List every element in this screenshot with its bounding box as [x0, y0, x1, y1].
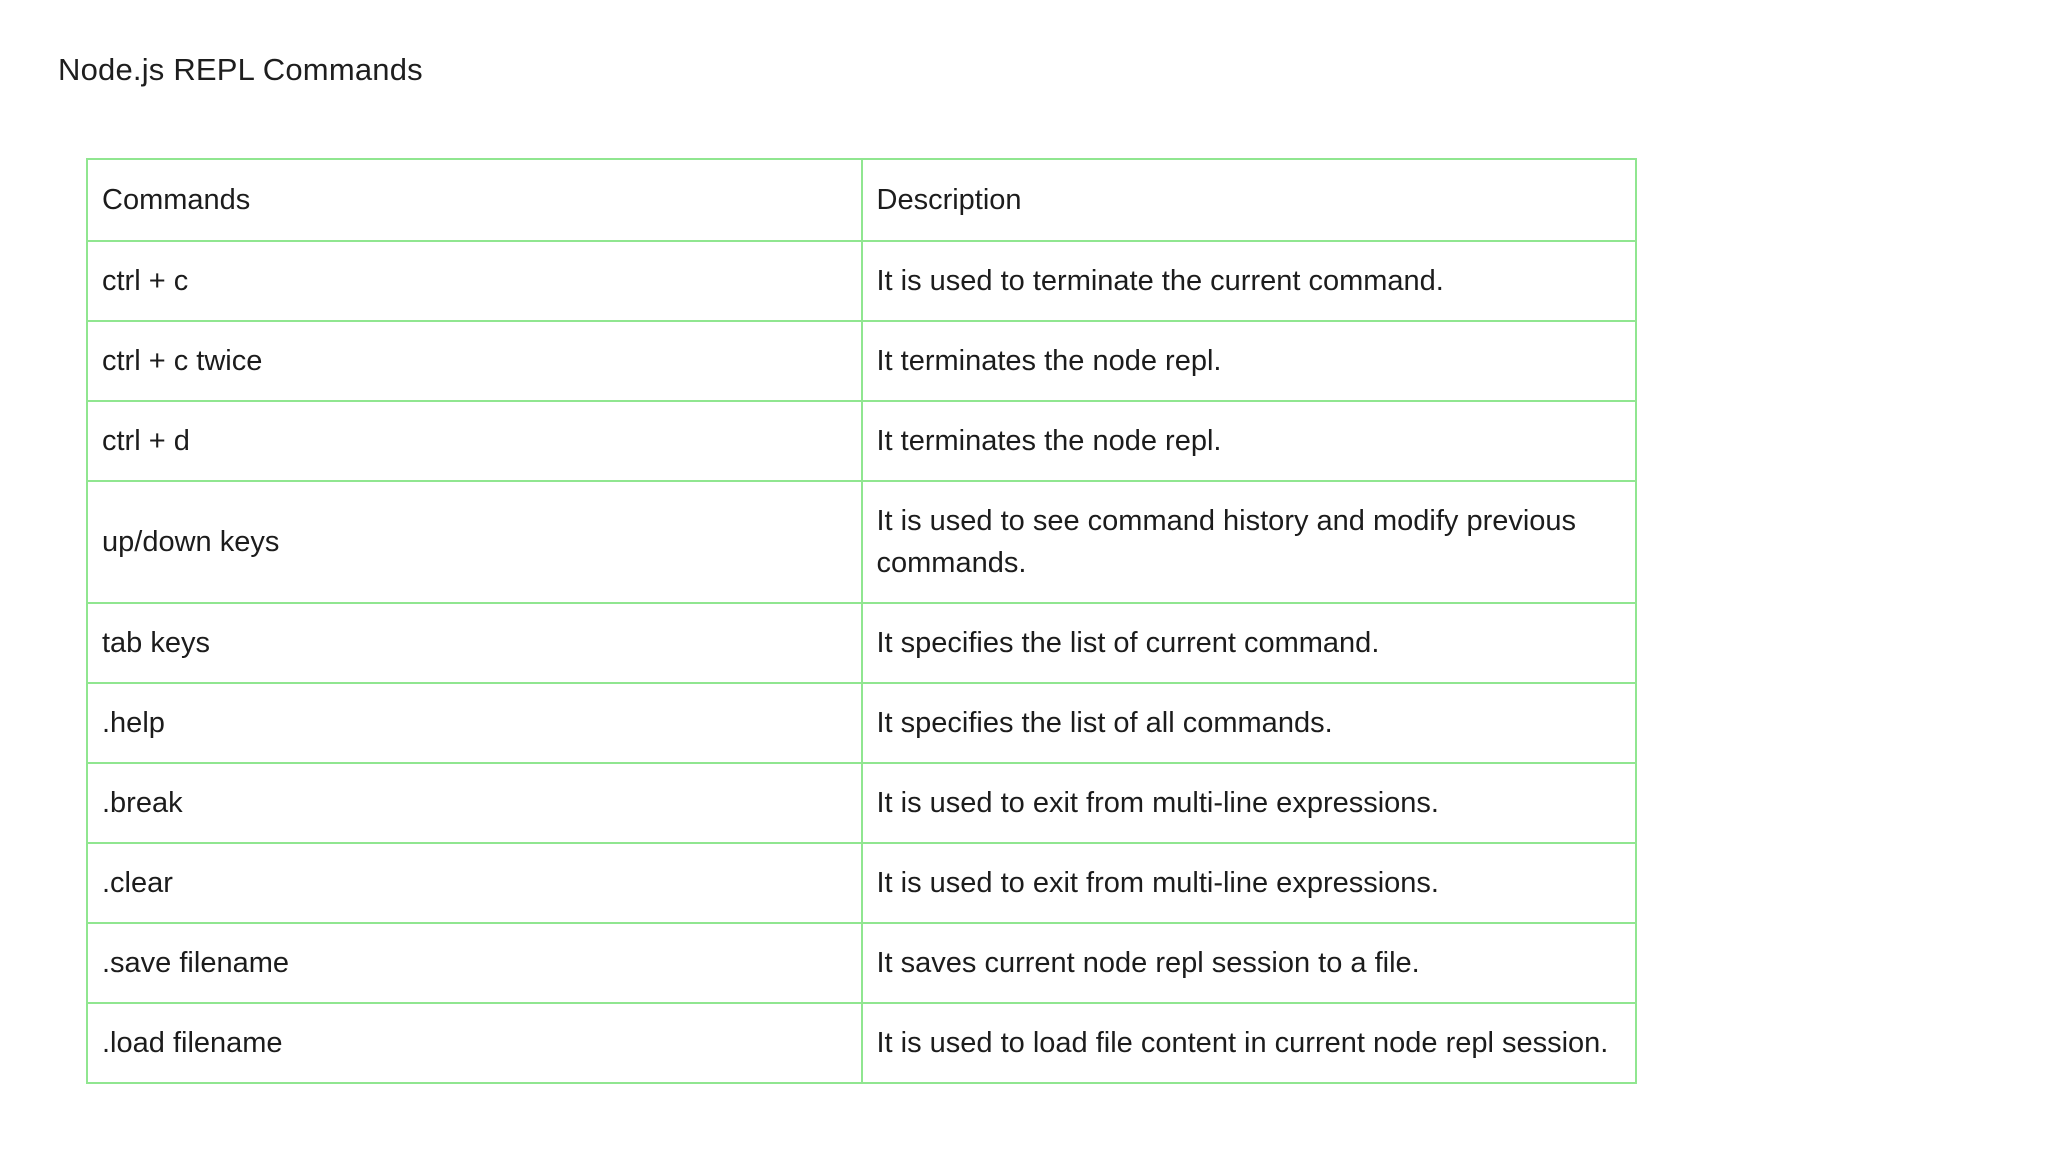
command-cell: ctrl + c: [86, 240, 863, 322]
description-cell: It specifies the list of all commands.: [860, 682, 1637, 764]
description-cell: It terminates the node repl.: [860, 400, 1637, 482]
command-cell: ctrl + d: [86, 400, 863, 482]
description-cell: It specifies the list of current command…: [860, 602, 1637, 684]
description-cell: It saves current node repl session to a …: [860, 922, 1637, 1004]
command-cell: up/down keys: [86, 480, 863, 604]
command-cell: tab keys: [86, 602, 863, 684]
command-cell: ctrl + c twice: [86, 320, 863, 402]
command-cell: .save filename: [86, 922, 863, 1004]
description-cell: It is used to exit from multi-line expre…: [860, 762, 1637, 844]
page-title: Node.js REPL Commands: [58, 52, 423, 87]
commands-column-header: Commands: [86, 158, 863, 242]
description-cell: It is used to terminate the current comm…: [860, 240, 1637, 322]
header-row: Commands Description: [86, 158, 1637, 242]
description-cell: It is used to exit from multi-line expre…: [860, 842, 1637, 924]
table-header: Commands Description: [86, 158, 1637, 242]
command-cell: .help: [86, 682, 863, 764]
description-cell: It terminates the node repl.: [860, 320, 1637, 402]
command-cell: .load filename: [86, 1002, 863, 1084]
description-column-header: Description: [860, 158, 1637, 242]
command-cell: .break: [86, 762, 863, 844]
command-cell: .clear: [86, 842, 863, 924]
description-cell: It is used to load file content in curre…: [860, 1002, 1637, 1084]
description-cell: It is used to see command history and mo…: [860, 480, 1637, 604]
